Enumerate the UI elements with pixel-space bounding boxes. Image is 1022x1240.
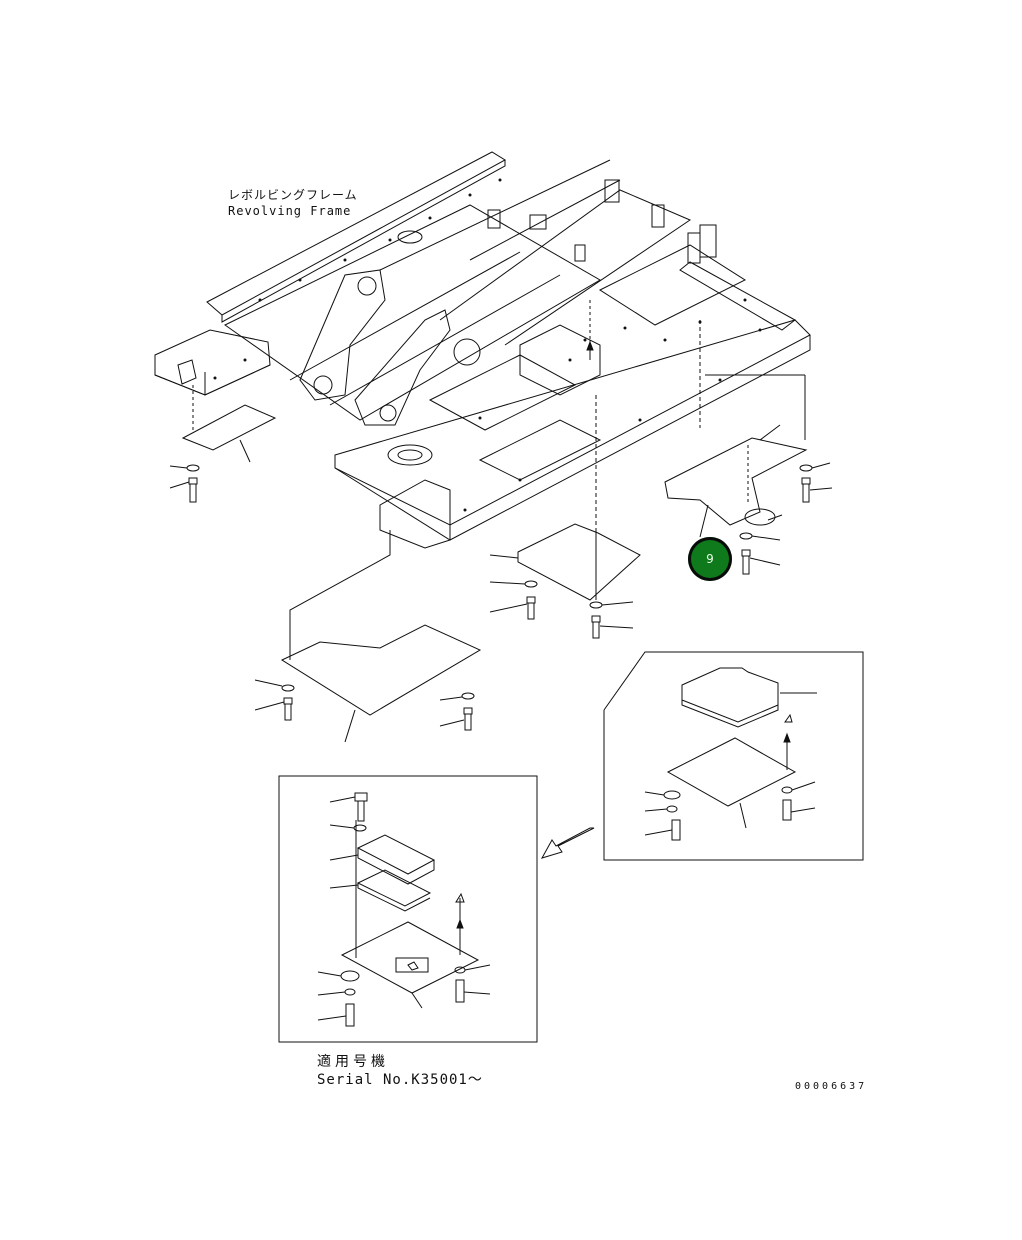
serial-label-jp: 適用号機 (317, 1054, 389, 1070)
detail-box-left (279, 776, 537, 1042)
revolving-frame (155, 152, 810, 548)
serial-label-en: Serial No.K35001～ (317, 1072, 483, 1088)
detail-box-right (604, 652, 863, 860)
revolving-frame-label-jp: レボルビングフレーム (228, 188, 358, 202)
revolving-frame-label-en: Revolving Frame (228, 204, 352, 218)
detail-arrow (542, 828, 594, 858)
callout-number: 9 (706, 552, 714, 566)
fasteners (170, 463, 832, 730)
undercovers (183, 300, 806, 742)
drawing-number: 00006637 (795, 1081, 868, 1092)
frame-holes (213, 178, 762, 512)
part-callout-9[interactable]: 9 (688, 537, 732, 581)
